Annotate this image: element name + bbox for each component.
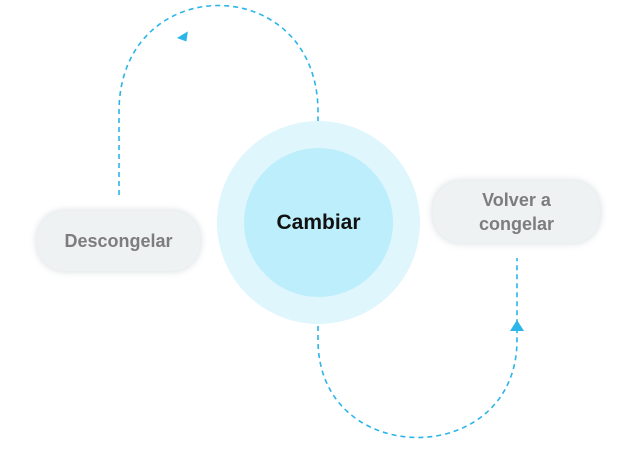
node-volver-label: Volver a congelar <box>479 188 554 237</box>
node-volver-a-congelar: Volver a congelar <box>433 181 600 243</box>
node-volver-label-line1: Volver a <box>482 189 551 210</box>
node-descongelar: Descongelar <box>37 211 200 271</box>
connector-cambiar-to-volver <box>317 258 518 439</box>
arrowhead-bottom-icon <box>510 320 524 331</box>
connector-descongelar-to-cambiar <box>118 4 319 195</box>
center-circle: Cambiar <box>244 148 393 297</box>
arrowhead-top-icon <box>176 31 188 42</box>
node-volver-label-line2: congelar <box>478 214 555 234</box>
center-label: Cambiar <box>276 210 361 234</box>
node-descongelar-label: Descongelar <box>64 230 173 251</box>
